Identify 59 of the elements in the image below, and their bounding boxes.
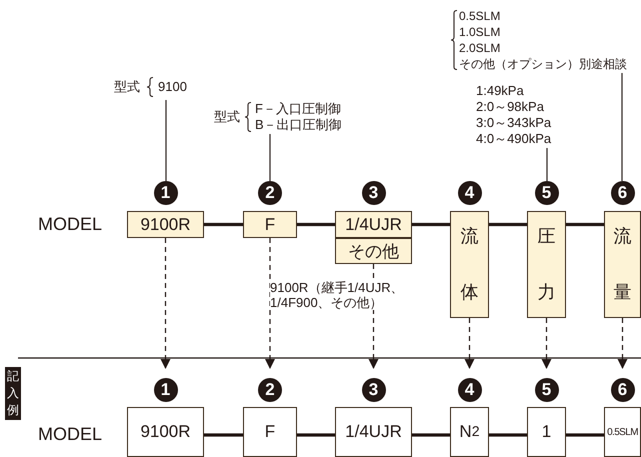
number-badge: 1 <box>154 378 178 402</box>
number-badge: 5 <box>534 181 558 205</box>
connector-line <box>297 222 335 226</box>
option-text: 9100 <box>158 79 187 95</box>
leader-line <box>546 148 548 181</box>
dashed-arrow <box>464 318 474 369</box>
type-label: 型式 <box>214 109 240 125</box>
number-badge: 4 <box>458 181 482 205</box>
code-box: F <box>243 407 297 457</box>
option-text: 2:0～98kPa <box>476 99 544 115</box>
option-text: 4:0～490kPa <box>476 131 552 147</box>
connector-line <box>489 433 527 437</box>
code-box: 流量 <box>604 211 641 318</box>
number-badge: 3 <box>362 378 386 402</box>
option-text: 0.5SLM <box>459 8 500 24</box>
number-badge: 3 <box>362 181 386 205</box>
connector-line <box>204 433 243 437</box>
code-box: F <box>243 211 297 238</box>
number-badge: 1 <box>154 181 178 205</box>
example-tag: 記入例 <box>5 367 21 420</box>
connector-line <box>412 433 450 437</box>
connector-line <box>566 222 604 226</box>
code-box: 1/4UJR <box>335 407 412 457</box>
code-box: 圧力 <box>527 211 566 318</box>
leader-line <box>269 134 271 181</box>
connector-line <box>489 222 527 226</box>
option-text: B－出口圧制御 <box>255 117 342 133</box>
connector-line <box>412 222 450 226</box>
code-box: 9100R <box>127 211 204 238</box>
code-box: 9100R <box>127 407 204 457</box>
dashed-arrow <box>542 318 552 369</box>
option-text: 1.0SLM <box>459 24 500 40</box>
code-box: 1 <box>527 407 566 457</box>
number-badge: 5 <box>534 378 558 402</box>
code-box: 0.5SLM <box>604 407 641 457</box>
model-label: MODEL <box>38 423 102 445</box>
number-badge: 2 <box>258 378 282 402</box>
number-badge: 4 <box>458 378 482 402</box>
dashed-arrow <box>265 238 275 369</box>
type-label: 型式 <box>114 79 140 95</box>
code-box: 流体 <box>450 211 489 318</box>
number-badge: 6 <box>610 378 634 402</box>
option-text: 1:49kPa <box>476 83 524 99</box>
number-badge: 2 <box>258 181 282 205</box>
number-badge: 6 <box>610 181 634 205</box>
option-text: F－入口圧制御 <box>255 101 341 117</box>
connector-line <box>566 433 604 437</box>
dashed-arrow <box>160 238 170 369</box>
option-text: その他（オプション）別途相談 <box>459 56 627 72</box>
dashed-arrow <box>618 318 628 369</box>
model-label: MODEL <box>38 213 102 235</box>
option-text: 2.0SLM <box>459 40 500 56</box>
connector-line <box>204 222 243 226</box>
code-box: 1/4UJR <box>335 211 412 238</box>
leader-line <box>621 73 623 181</box>
connector-line <box>297 433 335 437</box>
leader-line <box>165 100 167 181</box>
code-box: その他 <box>335 238 412 264</box>
option-text: 3:0～343kPa <box>476 115 552 131</box>
